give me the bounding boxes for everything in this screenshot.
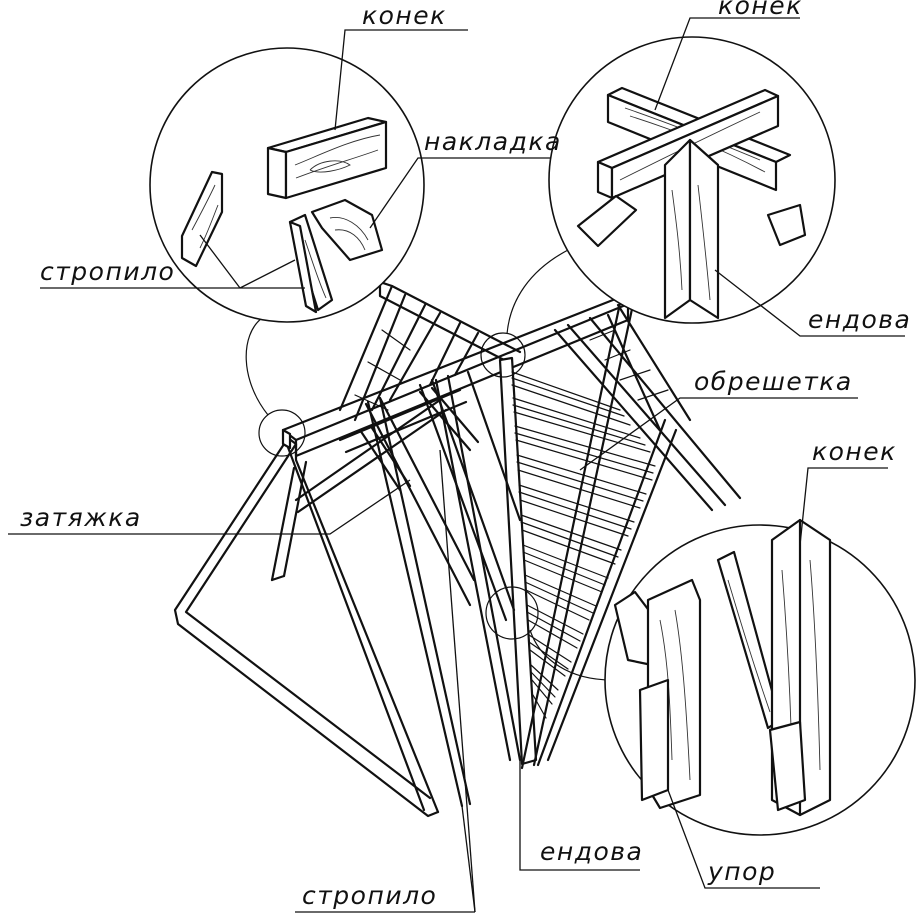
label-konek-top-right: конек bbox=[718, 0, 803, 20]
detail-ridge-pad bbox=[149, 47, 425, 323]
detail-marker-bottom bbox=[485, 586, 539, 640]
roof-frame bbox=[173, 280, 742, 818]
label-zatyazhka: затяжка bbox=[20, 503, 142, 532]
label-endova-bottom: ендова bbox=[540, 837, 643, 866]
label-konek-bottom-right: конек bbox=[812, 437, 897, 466]
label-upor: упор bbox=[707, 857, 776, 886]
label-obreshetka: обрешетка bbox=[694, 367, 853, 396]
leader-lines bbox=[8, 17, 905, 913]
label-konek-top-left: конек bbox=[362, 1, 447, 30]
label-stropilo-bottom: стропило bbox=[302, 881, 437, 910]
label-nakladka: накладка bbox=[424, 127, 562, 156]
label-stropilo-left: стропило bbox=[40, 257, 175, 286]
detail-valley-stop bbox=[604, 518, 916, 836]
tie-beams bbox=[294, 386, 480, 514]
detail-marker-top bbox=[480, 332, 526, 378]
detail-marker-left bbox=[258, 409, 306, 457]
sheathing-battens bbox=[511, 371, 656, 719]
detail-ridge-valley bbox=[548, 36, 836, 324]
label-endova-right: ендова bbox=[808, 305, 911, 334]
